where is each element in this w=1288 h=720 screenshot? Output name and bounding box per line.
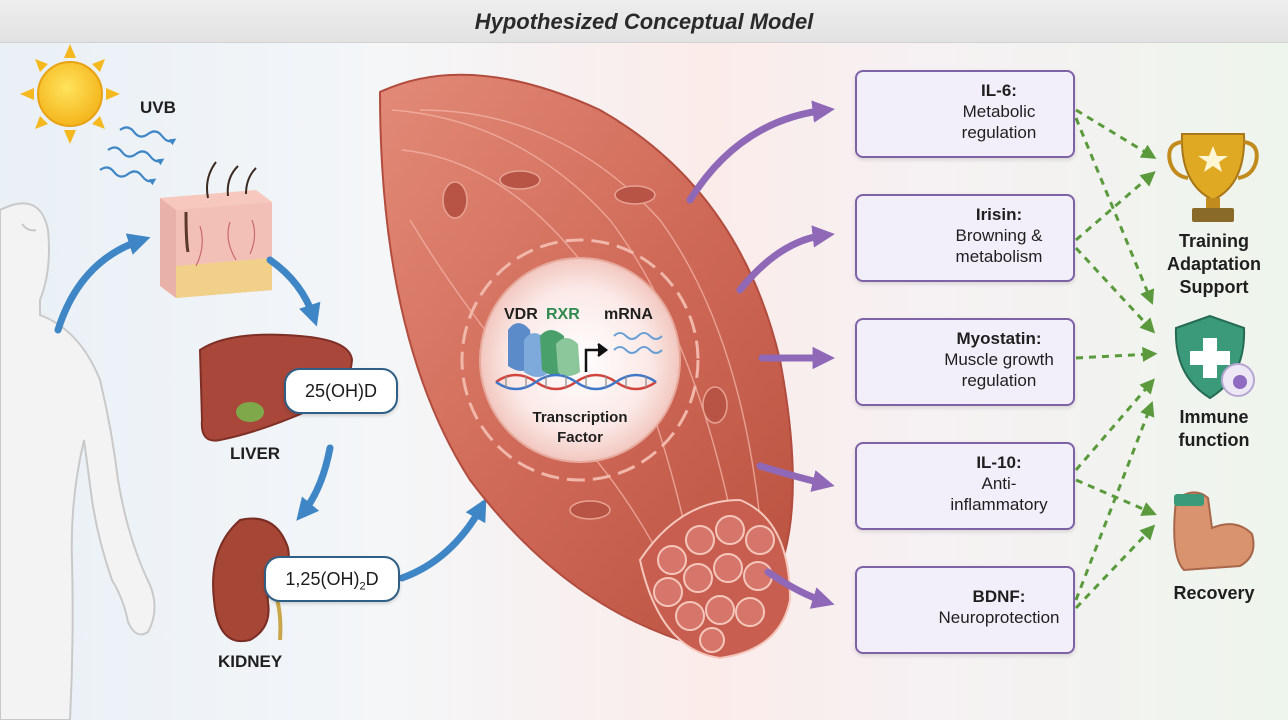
card-bdnf: BDNF: Neuroprotection xyxy=(855,566,1075,654)
uvb-rays-icon xyxy=(99,126,177,186)
outcome-recovery-label: Recovery xyxy=(1150,582,1278,605)
sun-icon xyxy=(20,44,120,144)
mrna-label: mRNA xyxy=(604,306,653,323)
rxr-label: RXR xyxy=(546,306,580,323)
recovery-line1: Recovery xyxy=(1173,583,1255,603)
tf-line-1: Transcription xyxy=(532,409,628,426)
vdr-rxr-complex-icon xyxy=(508,323,580,377)
outcome-immune-label: Immune function xyxy=(1150,406,1278,452)
uvb-label: UVB xyxy=(140,98,176,117)
immune-line2: function xyxy=(1178,430,1250,450)
card-il6-text: IL-6: Metabolic regulation xyxy=(931,80,1067,143)
training-line2: Adaptation xyxy=(1167,254,1261,274)
outcome-arrows xyxy=(1074,108,1158,610)
card-bdnf-name: BDNF: xyxy=(972,587,1026,606)
calcitriol-badge: 1,25(OH)2D xyxy=(264,556,400,602)
kidney-label: KIDNEY xyxy=(218,652,283,671)
card-il10-text: IL-10: Anti- inflammatory xyxy=(931,452,1067,515)
card-bdnf-text: BDNF: Neuroprotection xyxy=(931,586,1067,628)
human-silhouette xyxy=(0,202,156,720)
calcitriol-suffix: D xyxy=(365,569,379,589)
card-bdnf-line1: Neuroprotection xyxy=(938,608,1060,627)
vitamin-d-pathway-arrows xyxy=(54,233,487,582)
calcitriol-prefix: 1,25(OH) xyxy=(285,569,360,589)
training-line3: Support xyxy=(1179,277,1249,297)
vdr-label: VDR xyxy=(504,306,538,323)
card-myostatin: Myostatin: Muscle growth regulation xyxy=(855,318,1075,406)
card-il10-line1: Anti- xyxy=(981,474,1017,493)
card-myostatin-text: Myostatin: Muscle growth regulation xyxy=(931,328,1067,391)
diagram-title: Hypothesized Conceptual Model xyxy=(474,9,814,34)
card-irisin: Irisin: Browning & metabolism xyxy=(855,194,1075,282)
transcription-factor-label: Transcription Factor xyxy=(500,408,660,448)
transcription-arrow-icon xyxy=(584,343,609,372)
card-il10: IL-10: Anti- inflammatory xyxy=(855,442,1075,530)
outcome-training-label: Training Adaptation Support xyxy=(1150,230,1278,299)
card-myostatin-line1: Muscle growth xyxy=(944,350,1054,369)
trophy-icon xyxy=(1167,133,1259,222)
calcitriol-subscript: 2 xyxy=(359,580,366,593)
card-irisin-text: Irisin: Browning & metabolism xyxy=(931,204,1067,267)
calcidiol-text: 25(OH)D xyxy=(304,381,377,401)
card-il6-name: IL-6: xyxy=(981,81,1017,100)
liver-icon xyxy=(198,333,354,442)
card-il10-line2: inflammatory xyxy=(950,495,1048,514)
dna-helix-icon xyxy=(495,373,657,391)
myokine-arrows xyxy=(686,100,835,609)
flexed-arm-icon xyxy=(1173,491,1255,572)
card-il6-line2: regulation xyxy=(961,123,1037,142)
mrna-strands-icon xyxy=(613,332,663,354)
card-irisin-line2: metabolism xyxy=(955,247,1043,266)
title-bar: Hypothesized Conceptual Model xyxy=(0,0,1288,43)
myofibril-bundle-icon xyxy=(638,498,792,660)
immune-shield-icon xyxy=(1174,314,1255,400)
calcidiol-badge: 25(OH)D xyxy=(284,368,398,414)
card-myostatin-name: Myostatin: xyxy=(956,329,1042,348)
liver-label: LIVER xyxy=(230,444,281,463)
tf-line-2: Factor xyxy=(557,429,603,446)
card-il10-name: IL-10: xyxy=(976,453,1022,472)
card-il6: IL-6: Metabolic regulation xyxy=(855,70,1075,158)
card-irisin-name: Irisin: xyxy=(975,205,1023,224)
training-line1: Training xyxy=(1178,231,1249,251)
immune-line1: Immune xyxy=(1179,407,1249,427)
skin-layers-icon xyxy=(160,161,272,298)
card-irisin-line1: Browning & xyxy=(955,226,1043,245)
card-il6-line1: Metabolic xyxy=(962,102,1036,121)
card-myostatin-line2: regulation xyxy=(961,371,1037,390)
